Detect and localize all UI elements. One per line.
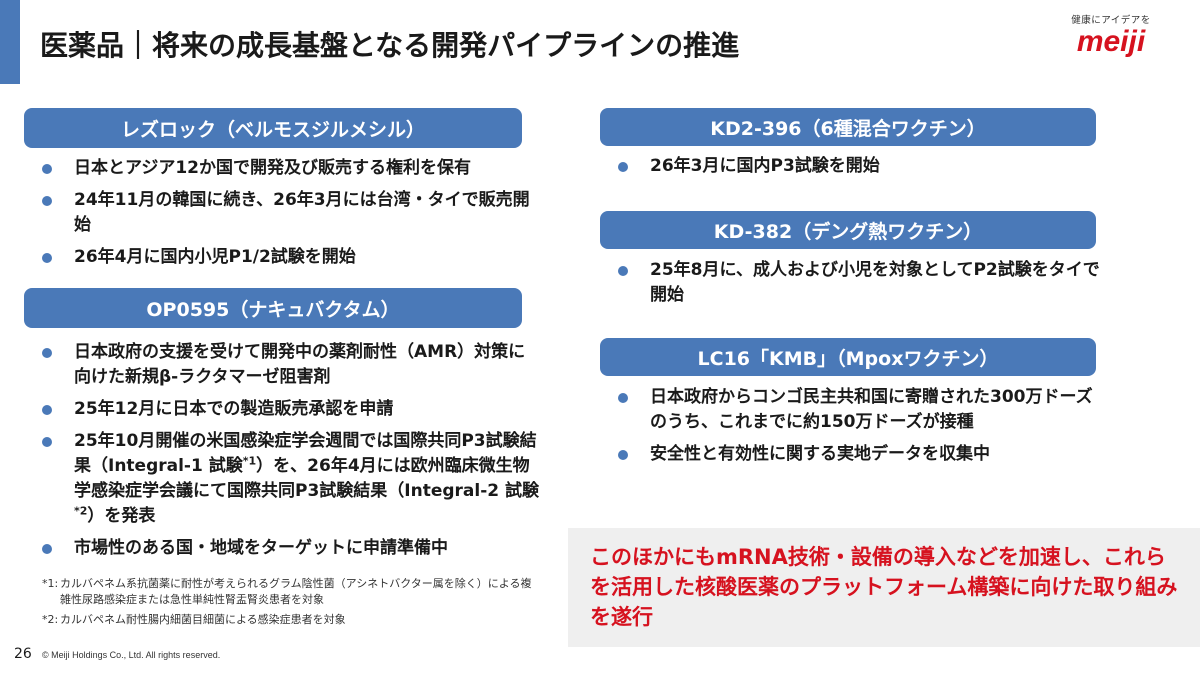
kd382-bullet-list: 25年8月に、成人および小児を対象としてP2試験をタイで開始: [616, 258, 1116, 315]
section-header-kd2396: KD2-396（6種混合ワクチン）: [600, 108, 1096, 146]
logo-tagline: 健康にアイデアを: [1071, 15, 1151, 26]
meiji-logo: 健康にアイデアを meiji: [1056, 12, 1166, 58]
lc16-bullet-list: 日本政府からコンゴ民主共和国に寄贈された300万ドーズのうち、これまでに約150…: [616, 385, 1106, 474]
bullet-icon: [618, 266, 628, 276]
list-item: 26年3月に国内P3試験を開始: [616, 154, 1156, 179]
list-item: 安全性と有効性に関する実地データを収集中: [616, 442, 1106, 467]
rezuloc-bullet-list: 日本とアジア12か国で開発及び販売する権利を保有 24年11月の韓国に続き、26…: [40, 156, 540, 277]
list-item: 24年11月の韓国に続き、26年3月には台湾・タイで販売開始: [40, 188, 540, 238]
footnotes: *1:カルバペネム系抗菌薬に耐性が考えられるグラム陰性菌（アシネトバクター属を除…: [42, 576, 542, 632]
list-item: 市場性のある国・地域をターゲットに申請準備中: [40, 536, 540, 561]
section-header-lc16: LC16「KMB」（Mpoxワクチン）: [600, 338, 1096, 376]
callout-text: このほかにもmRNA技術・設備の導入などを加速し、これらを活用した核酸医薬のプラ…: [590, 545, 1178, 629]
bullet-icon: [618, 162, 628, 172]
bullet-icon: [618, 393, 628, 403]
footnote-ref-2: *2: [74, 504, 88, 518]
bullet-icon: [618, 450, 628, 460]
copyright: © Meiji Holdings Co., Ltd. All rights re…: [42, 650, 221, 660]
bullet-icon: [42, 405, 52, 415]
bullet-icon: [42, 437, 52, 447]
page-title: 医薬品｜将来の成長基盤となる開発パイプラインの推進: [40, 29, 740, 62]
bullet-icon: [42, 196, 52, 206]
list-item: 25年12月に日本での製造販売承認を申請: [40, 397, 540, 422]
callout-box: このほかにもmRNA技術・設備の導入などを加速し、これらを活用した核酸医薬のプラ…: [568, 528, 1200, 647]
list-item: 日本政府の支援を受けて開発中の薬剤耐性（AMR）対策に向けた新規β-ラクタマーゼ…: [40, 340, 540, 390]
title-accent-bar: [0, 0, 20, 84]
bullet-icon: [42, 348, 52, 358]
section-header-kd382: KD-382（デング熱ワクチン）: [600, 211, 1096, 249]
footnote-2: *2:カルバペネム耐性腸内細菌目細菌による感染症患者を対象: [42, 613, 346, 626]
kd2396-bullet-list: 26年3月に国内P3試験を開始: [616, 154, 1156, 186]
bullet-icon: [42, 544, 52, 554]
list-item: 25年8月に、成人および小児を対象としてP2試験をタイで開始: [616, 258, 1116, 308]
list-item: 日本とアジア12か国で開発及び販売する権利を保有: [40, 156, 540, 181]
logo-wordmark: meiji: [1076, 25, 1146, 58]
page-number: 26: [14, 646, 32, 662]
op0595-bullet-list: 日本政府の支援を受けて開発中の薬剤耐性（AMR）対策に向けた新規β-ラクタマーゼ…: [40, 340, 540, 568]
list-item: 日本政府からコンゴ民主共和国に寄贈された300万ドーズのうち、これまでに約150…: [616, 385, 1106, 435]
list-item: 25年10月開催の米国感染症学会週間では国際共同P3試験結果（Integral-…: [40, 429, 540, 529]
section-header-op0595: OP0595（ナキュバクタム）: [24, 288, 522, 328]
footnote-1: *1:カルバペネム系抗菌薬に耐性が考えられるグラム陰性菌（アシネトバクター属を除…: [42, 577, 532, 606]
bullet-icon: [42, 253, 52, 263]
footnote-ref-1: *1: [242, 454, 257, 468]
bullet-icon: [42, 164, 52, 174]
section-header-rezuloc: レズロック（ベルモスジルメシル）: [24, 108, 522, 148]
list-item: 26年4月に国内小児P1/2試験を開始: [40, 245, 540, 270]
